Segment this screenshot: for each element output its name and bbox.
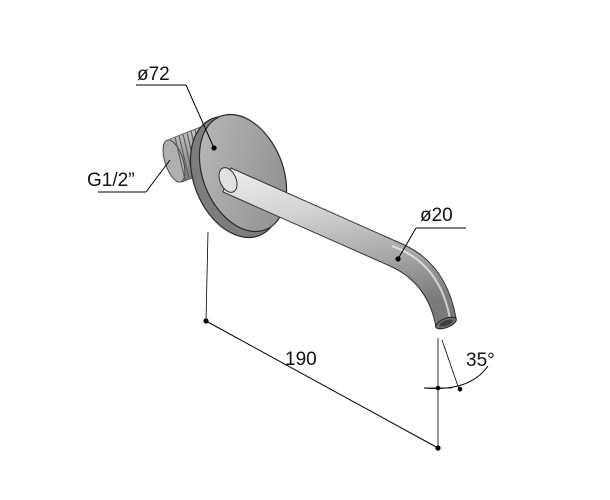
thread-callout: G1/2”	[87, 159, 171, 193]
length-label: 190	[285, 349, 317, 370]
spout-arm	[218, 167, 457, 330]
length-dimension-start-dot	[203, 318, 209, 324]
spout-base-cap	[218, 167, 238, 193]
length-dimension-end-dot	[435, 445, 441, 451]
length-dimension: 190	[203, 231, 441, 451]
flange-diameter-callout: ø72	[136, 64, 215, 149]
thread-label: G1/2”	[87, 170, 135, 191]
spout-diameter-callout: ø20	[395, 205, 466, 262]
flange-diameter-label: ø72	[137, 64, 170, 85]
angle-label: 35°	[466, 350, 495, 371]
spout-diameter-label: ø20	[420, 205, 453, 226]
angle-dimension: 35°	[423, 339, 495, 393]
